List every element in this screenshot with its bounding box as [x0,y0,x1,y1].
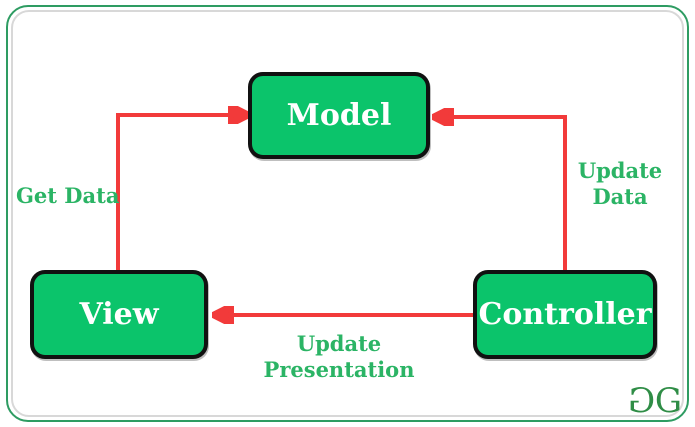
outer-frame-border [6,5,689,422]
edge-label-update-data: Update Data [577,158,663,210]
node-view: View [30,270,208,359]
inner-frame-line [11,10,684,417]
node-model-label: Model [286,98,392,133]
node-view-label: View [79,297,159,332]
node-model: Model [248,72,430,159]
edge-label-update-presentation: Update Presentation [263,331,415,383]
logo-g: G [654,381,682,421]
arrow-view-to-model [116,115,246,270]
edge-label-get-data: Get Data [16,183,120,208]
node-controller: Controller [473,270,657,359]
geeksforgeeks-logo: GG [630,381,682,421]
arrow-controller-to-model [436,117,567,270]
node-controller-label: Controller [478,297,652,332]
logo-mirrored-g: G [630,381,655,421]
